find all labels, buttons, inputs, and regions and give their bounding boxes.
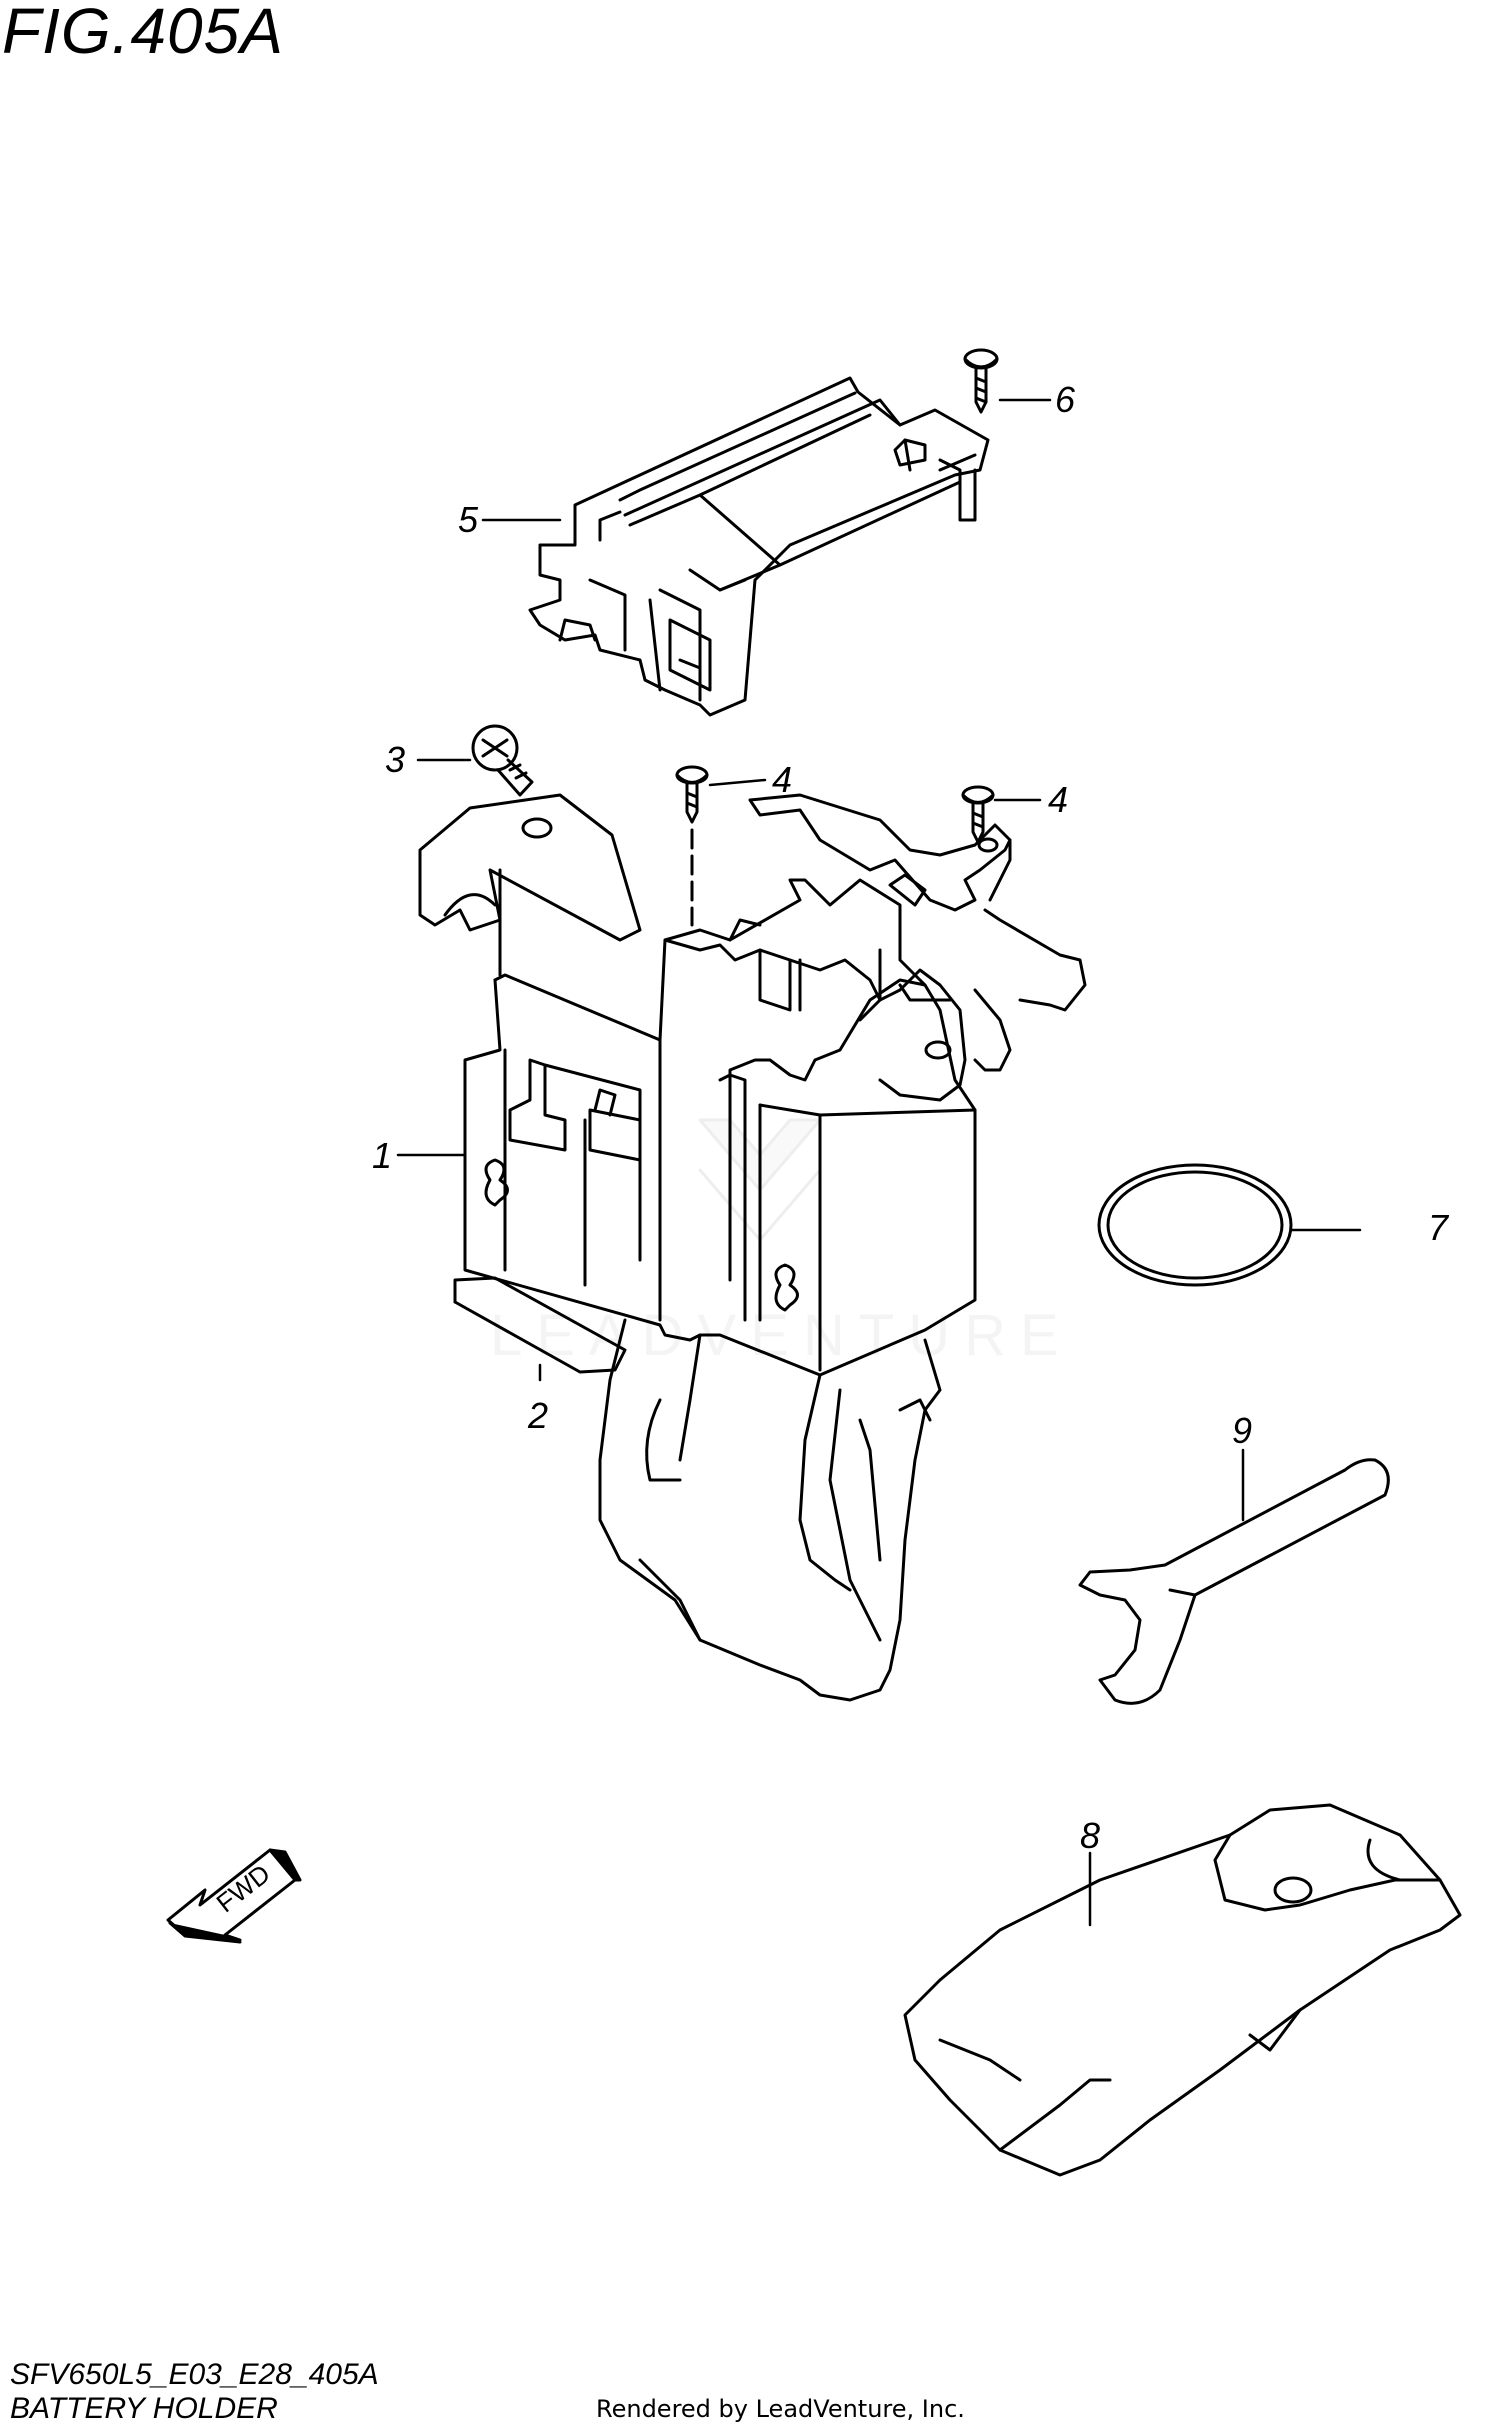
- callout-3: 3: [385, 739, 405, 780]
- callout-6: 6: [1055, 379, 1076, 420]
- part-1-battery-holder: [418, 793, 1087, 1702]
- part-6-screw: [963, 348, 999, 414]
- part-5-upper-bracket: [528, 376, 990, 717]
- callout-8: 8: [1080, 1815, 1100, 1856]
- model-code: SFV650L5_E03_E28_405A: [10, 2358, 379, 2391]
- part-9-wrench: [1078, 1458, 1390, 1705]
- callout-labels: 5 6 3 4 4 1 2 7 9 8: [372, 379, 1450, 1856]
- render-credit: Rendered by LeadVenture, Inc.: [596, 2395, 965, 2423]
- figure-title: FIG.405A: [2, 0, 284, 67]
- callout-5: 5: [458, 499, 479, 540]
- fwd-arrow: FWD: [166, 1848, 302, 1944]
- part-4-screw-left: [675, 765, 709, 927]
- part-7-band: [1097, 1163, 1293, 1287]
- part-4-screw-right: [961, 785, 995, 844]
- watermark: LEADVENTURE: [490, 1118, 1059, 1368]
- callout-2: 2: [527, 1395, 548, 1436]
- callout-9: 9: [1232, 1410, 1252, 1451]
- callout-4a: 4: [772, 759, 792, 800]
- callout-7: 7: [1428, 1207, 1450, 1248]
- part-title: BATTERY HOLDER: [10, 2392, 278, 2425]
- callout-1: 1: [372, 1135, 392, 1176]
- part-2-pad: [453, 1276, 627, 1374]
- part-3-screw: [471, 724, 534, 797]
- part-8-tool-bag: [903, 1803, 1462, 2177]
- leader-lines: [396, 398, 1362, 1927]
- callout-4b: 4: [1048, 779, 1068, 820]
